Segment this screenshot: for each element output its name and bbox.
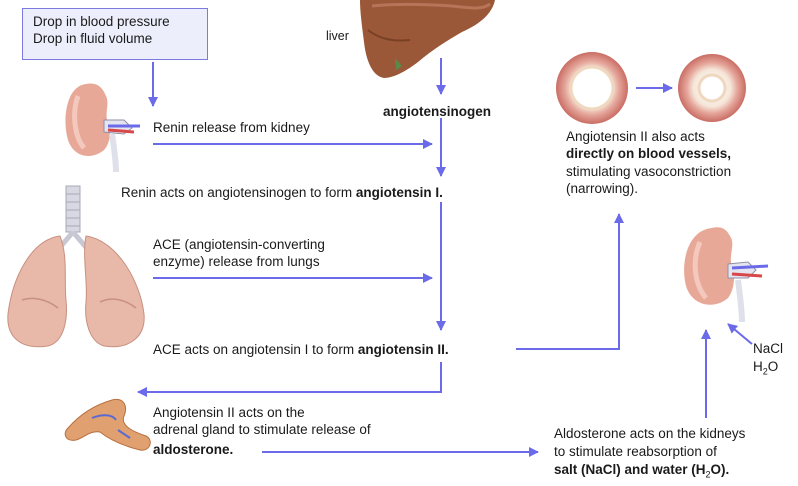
h2o-text-b: O — [767, 359, 779, 374]
angiotensin-i-label: angiotensin I. — [355, 185, 443, 200]
vessel-line2-text: directly on blood vessels, — [566, 146, 732, 161]
lungs-illustration — [7, 185, 145, 348]
salt-water-text-b: O). — [710, 462, 730, 477]
kidney-illustration-right — [684, 227, 769, 323]
liver-label: liver — [326, 29, 349, 43]
kidney-action-line2: to stimulate reabsorption of — [554, 444, 717, 459]
renin-acts-label: Renin acts on angiotensinogen to form an… — [121, 184, 443, 201]
salt-water-sub: 2 — [705, 469, 711, 480]
angiotensin-ii-label: angiotensin II. — [357, 342, 449, 357]
trigger-box: Drop in blood pressure Drop in fluid vol… — [22, 8, 208, 60]
renin-acts-prefix: Renin acts on angiotensinogen to form — [121, 185, 356, 200]
ace-acts-prefix: ACE acts on angiotensin I to form — [153, 342, 358, 357]
ace-release-line1: ACE (angiotensin-converting — [153, 237, 325, 252]
trigger-line-fluid-volume: Drop in fluid volume — [33, 31, 153, 46]
vessel-line4: (narrowing). — [566, 181, 639, 196]
nacl-label: NaCl — [753, 341, 784, 356]
arrow-to-blood-vessels — [516, 213, 624, 350]
arrow-to-adrenal — [137, 362, 442, 397]
kidney-action-line1: Aldosterone acts on the kidneys — [554, 426, 746, 441]
angiotensinogen-label: angiotensinogen — [383, 104, 491, 119]
kidney-action-line3: salt (NaCl) and water (H2O). — [554, 461, 730, 480]
renin-release-label: Renin release from kidney — [153, 120, 310, 135]
arrow-nacl-reabsorption — [727, 323, 753, 345]
ace-release-line2: enzyme) release from lungs — [153, 254, 320, 269]
vessel-line1: Angiotensin II also acts — [566, 129, 705, 144]
aldosterone-label: aldosterone. — [153, 442, 234, 457]
salt-water-text-a: salt (NaCl) and water (H — [554, 462, 706, 477]
trigger-line-blood-pressure: Drop in blood pressure — [33, 14, 170, 29]
vessel-line3: stimulating vasoconstriction — [566, 164, 732, 179]
kidney-illustration-left — [65, 83, 140, 173]
vessel-line2: directly on blood vessels, — [566, 145, 731, 162]
liver-illustration — [360, 0, 495, 78]
adrenal-line2: adrenal gland to stimulate release of — [153, 422, 371, 437]
blood-vessel-narrow — [678, 54, 746, 122]
h2o-text-a: H — [753, 359, 763, 374]
adrenal-gland-illustration — [64, 398, 151, 451]
ace-acts-label: ACE acts on angiotensin I to form angiot… — [153, 341, 449, 358]
blood-vessel-wide — [556, 52, 628, 124]
adrenal-line1: Angiotensin II acts on the — [153, 405, 305, 420]
h2o-label: H2O — [753, 358, 779, 377]
flow-arrows — [137, 58, 753, 457]
h2o-sub: 2 — [762, 366, 768, 377]
